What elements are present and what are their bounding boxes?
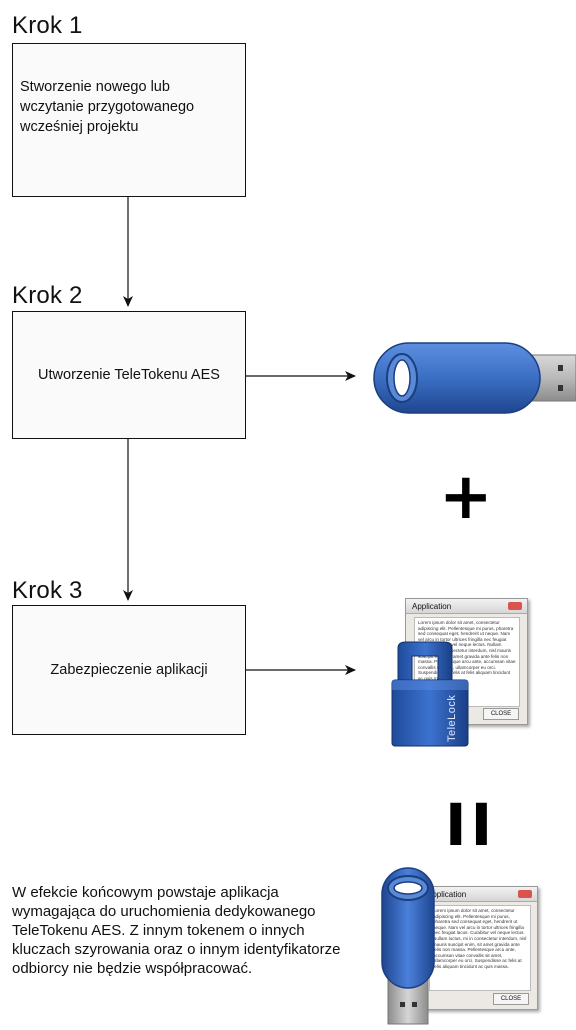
app-window-close-button: CLOSE	[483, 708, 519, 720]
step1-label: Krok 1	[12, 12, 83, 39]
step1-box: Stworzenie nowego lub wczytanie przygoto…	[12, 43, 246, 197]
result-window-close-button: CLOSE	[493, 993, 529, 1005]
result-usb-token-icon	[381, 867, 435, 1025]
step2-box: Utworzenie TeleTokenu AES	[12, 311, 246, 439]
plus-operator: +	[439, 460, 493, 534]
result-window-titlebar: Application	[421, 887, 537, 902]
app-window-lorem: Lorem ipsum dolor sit amet, consectetur …	[418, 620, 516, 681]
step3-box: Zabezpieczenie aplikacji	[12, 605, 246, 735]
result-window-lorem: Lorem ipsum dolor sit amet, consectetur …	[433, 908, 527, 969]
equals-operator: II	[445, 791, 497, 859]
result-window-body: Lorem ipsum dolor sit amet, consectetur …	[429, 905, 531, 991]
result-window-close-icon	[518, 890, 532, 898]
window-close-icon	[508, 602, 522, 610]
result-window-title: Application	[427, 890, 467, 899]
result-app-window: Application Lorem ipsum dolor sit amet, …	[420, 886, 538, 1010]
step2-label: Krok 2	[12, 282, 83, 309]
step3-label: Krok 3	[12, 577, 83, 604]
step3-text: Zabezpieczenie aplikacji	[50, 662, 208, 678]
step1-text: Stworzenie nowego lub wczytanie przygoto…	[20, 79, 195, 135]
step2-text: Utworzenie TeleTokenu AES	[38, 367, 220, 383]
summary-text: W efekcie końcowym powstaje aplikacja wy…	[12, 884, 341, 977]
telelock-lock-icon	[391, 641, 469, 747]
app-window-title: Application	[412, 602, 452, 611]
usb-token-icon	[373, 342, 576, 414]
app-window-titlebar: Application	[406, 599, 527, 614]
telelock-text: TeleLock	[446, 694, 458, 742]
